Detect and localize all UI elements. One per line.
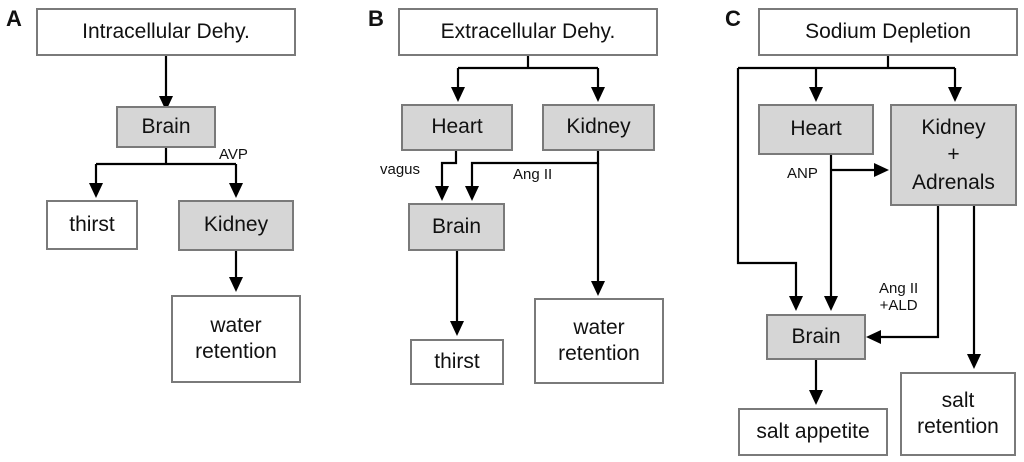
panel-b-ang-ii-label: Ang II bbox=[513, 166, 553, 183]
panel-c-arrows bbox=[736, 56, 981, 405]
panel-b-arrows bbox=[435, 56, 605, 336]
anp-label: ANP bbox=[787, 165, 818, 182]
salt-appetite-box: salt appetite bbox=[738, 408, 888, 456]
panel-c-letter: C bbox=[725, 6, 741, 31]
panel-a-water-retention-box: water retention bbox=[171, 295, 301, 383]
panel-a-letter: A bbox=[6, 6, 22, 31]
panel-b-thirst-box: thirst bbox=[410, 339, 504, 385]
panel-b-letter: B bbox=[368, 6, 384, 31]
panel-a-arrows bbox=[89, 56, 243, 292]
salt-retention-box: salt retention bbox=[900, 372, 1016, 456]
panel-b-brain-box: Brain bbox=[408, 203, 505, 251]
avp-label: AVP bbox=[219, 146, 248, 163]
panel-c-heart-box: Heart bbox=[758, 104, 874, 155]
ang-ii-ald-label: Ang II +ALD bbox=[879, 280, 919, 315]
sodium-depletion-box: Sodium Depletion bbox=[758, 8, 1018, 56]
vagus-label: vagus bbox=[380, 161, 421, 178]
panel-a-kidney-box: Kidney bbox=[178, 200, 294, 251]
panel-b-heart-box: Heart bbox=[401, 104, 513, 151]
panel-b-kidney-box: Kidney bbox=[542, 104, 655, 151]
intracellular-dehydration-box: Intracellular Dehy. bbox=[36, 8, 296, 56]
panel-c-brain-box: Brain bbox=[766, 314, 866, 360]
extracellular-dehydration-box: Extracellular Dehy. bbox=[398, 8, 658, 56]
kidney-adrenals-box: Kidney + Adrenals bbox=[890, 104, 1017, 206]
panel-b-water-retention-box: water retention bbox=[534, 298, 664, 384]
panel-a-brain-box: Brain bbox=[116, 106, 216, 148]
panel-a-thirst-box: thirst bbox=[46, 200, 138, 250]
